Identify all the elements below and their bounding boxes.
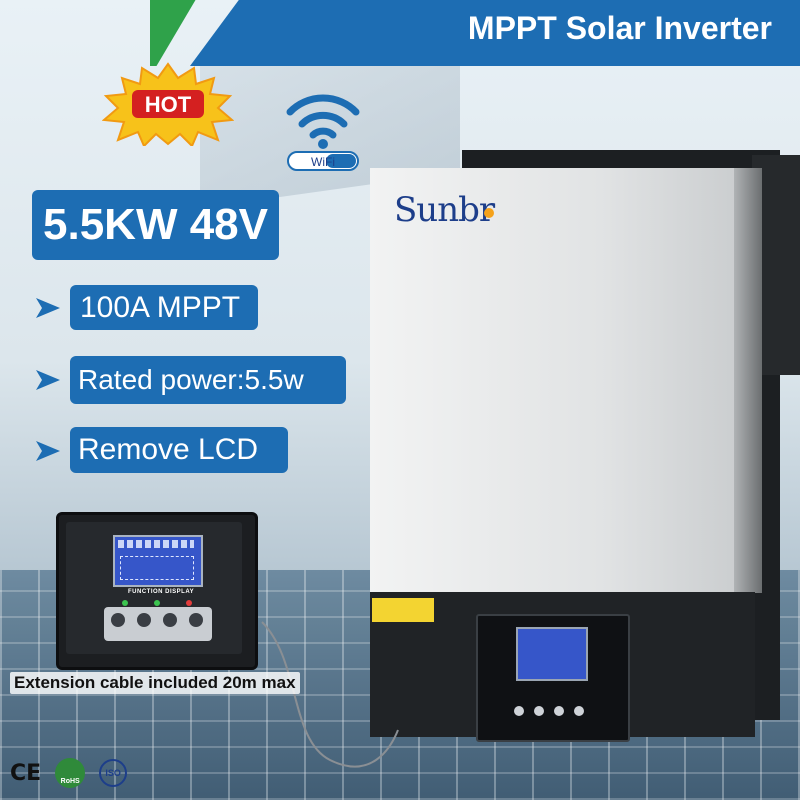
caution-label [372,598,434,622]
spec-main-label: 5.5KW 48V [32,190,279,260]
esc-button [111,613,125,627]
brand-sun-icon [484,208,494,218]
inverter-button [554,706,564,716]
arrow-icon [36,370,60,390]
brand-logo: Sunbr [394,190,495,230]
lcd-digits [118,540,194,548]
lcd-diagram [120,556,194,580]
inverter-button [534,706,544,716]
wifi-icon: WiFi [286,94,360,171]
banner-title: MPPT Solar Inverter [467,10,772,46]
function-display-label: FUNCTION DISPLAY [128,589,195,595]
arrow-icon [36,441,60,461]
ce-mark-icon: CE [10,760,42,786]
inverter-lcd-screen [516,627,588,681]
cable-note: Extension cable included 20m max [10,672,300,694]
title-banner [190,0,800,66]
inverter-button [514,706,524,716]
down-button [163,613,177,627]
iso-icon: ISO [99,759,128,787]
inverter-button [574,706,584,716]
led-indicator [154,600,160,606]
arrow-icon [36,298,60,318]
enter-button [189,613,203,627]
rohs-icon: RoHS [55,758,86,788]
feature-rated-power: Rated power:5.5w [70,356,346,404]
wifi-label: WiFi [311,155,335,169]
feature-mppt: 100A MPPT [70,285,258,330]
feature-remove-lcd: Remove LCD [70,427,288,473]
certifications: CE RoHS ISO [10,758,128,788]
extension-cable [261,621,399,768]
led-indicator [186,600,192,606]
inverter-front-panel [370,168,755,608]
up-button [137,613,151,627]
hot-badge-icon: HOT [102,62,234,146]
led-indicator [122,600,128,606]
inverter-edge [734,168,762,593]
hot-label: HOT [145,92,192,117]
